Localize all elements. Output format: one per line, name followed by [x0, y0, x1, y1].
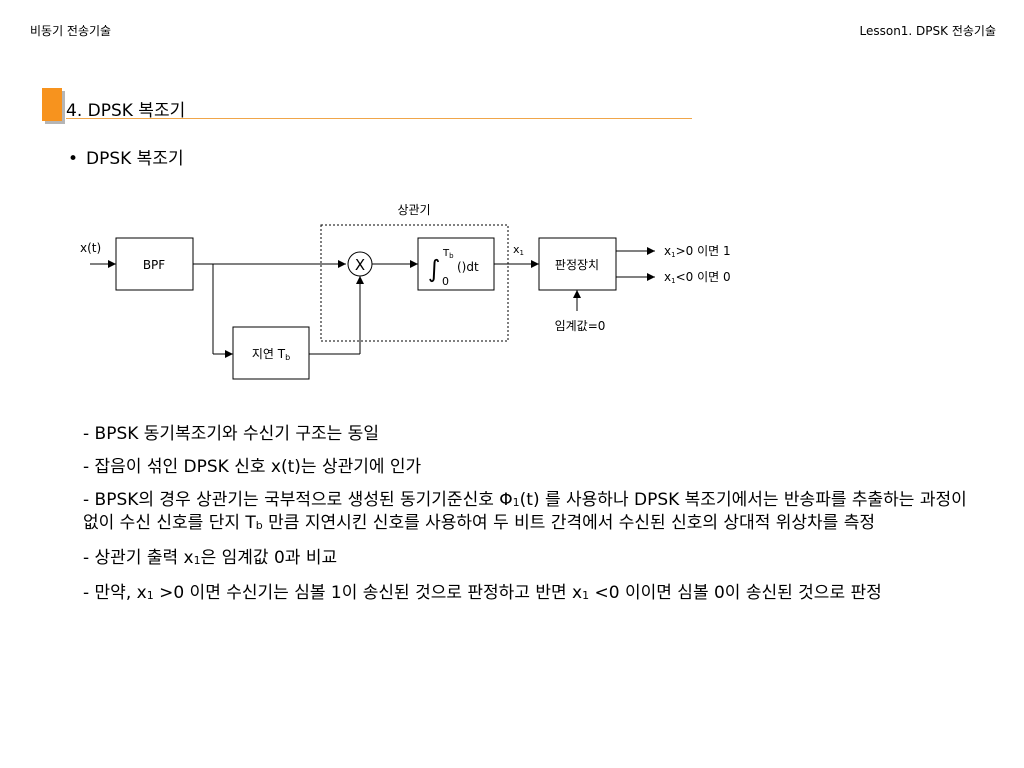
header-left-title: 비동기 전송기술: [30, 24, 112, 38]
notes-section: - BPSK 동기복조기와 수신기 구조는 동일 - 잡음이 섞인 DPSK 신…: [83, 424, 983, 618]
integral-upper-subscript: b: [449, 252, 454, 260]
bullet-item: • DPSK 복조기: [68, 144, 184, 169]
note-5: - 만약, x1 >0 이면 수신기는 심볼 1이 송신된 것으로 판정하고 반…: [83, 583, 983, 606]
integrator-box: [417, 237, 495, 291]
output2-label: x1<0 이면 0: [664, 270, 731, 285]
output1-condition: >0 이면 1: [676, 244, 731, 258]
note-3: - BPSK의 경우 상관기는 국부적으로 생성된 동기기준신호 Φ1(t) 를…: [83, 490, 983, 536]
delay-box: [232, 326, 310, 380]
note-5-part-b: >0 이면 수신기는 심볼 1이 송신된 것으로 판정하고 반면 x: [153, 583, 583, 603]
integral-lower-limit: 0: [442, 275, 449, 288]
note-3-part-b: (t) 를 사용하나 DPSK 복조기에서는 반송파를 추출하는 과정이 없이 …: [83, 490, 967, 533]
header-right-title: Lesson1. DPSK 전송기술: [859, 24, 996, 38]
integral-sign: ∫: [428, 255, 441, 283]
note-3-sub-2: b: [255, 519, 263, 532]
x1-label: x1: [513, 243, 524, 257]
note-5-part-c: <0 이이면 심볼 0이 송신된 것으로 판정: [589, 583, 882, 603]
output2-condition: <0 이면 0: [676, 270, 731, 284]
delay-label: 지연 Tb: [252, 347, 290, 362]
output2-subscript: 1: [671, 277, 675, 285]
correlator-label: 상관기: [397, 203, 430, 217]
note-4-part-b: 은 임계값 0과 비교: [200, 548, 338, 568]
section-marker: [42, 88, 62, 121]
output1-label: x1>0 이면 1: [664, 244, 731, 259]
integral-upper-limit: Tb: [442, 248, 454, 260]
correlator-box: [320, 224, 509, 342]
section-title: 4. DPSK 복조기: [66, 101, 186, 121]
note-3-part-c: 만큼 지연시킨 신호를 사용하여 두 비트 간격에서 수신된 신호의 상대적 위…: [262, 513, 875, 533]
integral-upper-text: T: [442, 248, 450, 259]
bullet-text: DPSK 복조기: [86, 149, 184, 169]
bullet-dot: •: [68, 149, 79, 169]
section-underline: [66, 118, 692, 119]
note-4-part-a: - 상관기 출력 x: [83, 548, 194, 568]
note-2: - 잡음이 섞인 DPSK 신호 x(t)는 상관기에 인가: [83, 457, 422, 477]
output1-subscript: 1: [671, 251, 675, 259]
bpf-label: BPF: [143, 258, 165, 272]
note-5-sub-1: 1: [146, 589, 154, 602]
note-5-part-a: - 만약, x: [83, 583, 147, 603]
note-5-sub-2: 1: [582, 589, 590, 602]
integral-body: ()dt: [457, 260, 479, 274]
threshold-label: 임계값=0: [555, 319, 606, 333]
input-label: x(t): [80, 241, 101, 255]
output1-var: x: [664, 244, 671, 258]
multiplier-label: X: [355, 256, 365, 274]
delay-text: 지연 T: [252, 347, 286, 361]
note-3-sub-1: 1: [512, 496, 520, 509]
decision-box: [538, 237, 617, 291]
x1-text: x: [513, 243, 520, 256]
note-1: - BPSK 동기복조기와 수신기 구조는 동일: [83, 424, 379, 444]
note-3-part-a: - BPSK의 경우 상관기는 국부적으로 생성된 동기기준신호 Φ: [83, 490, 513, 510]
decision-label: 판정장치: [555, 258, 599, 272]
note-4-sub: 1: [193, 554, 201, 567]
delay-subscript: b: [285, 353, 290, 362]
output2-var: x: [664, 270, 671, 284]
x1-subscript: 1: [520, 249, 524, 257]
note-4: - 상관기 출력 x1은 임계값 0과 비교: [83, 548, 983, 571]
